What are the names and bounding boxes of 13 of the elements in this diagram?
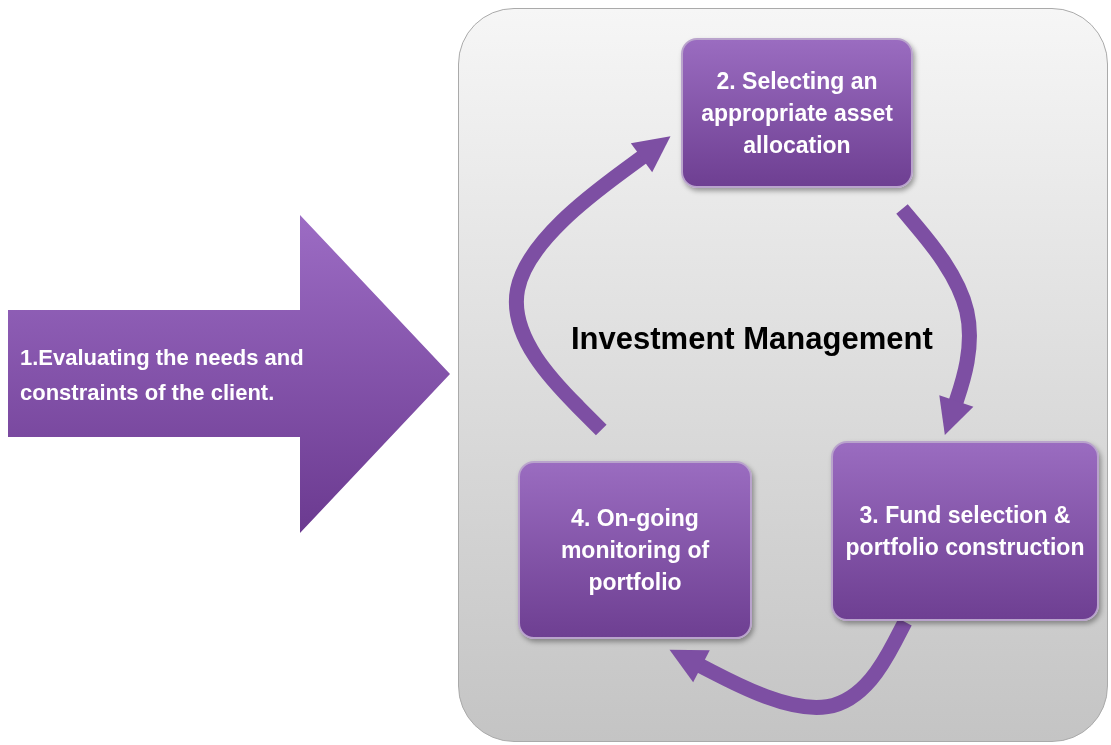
- box-label: 2. Selecting an appropriate asset allocation: [700, 66, 894, 161]
- process-box: [681, 38, 913, 188]
- process-box: [831, 441, 1099, 621]
- arrow-shape: [8, 215, 450, 533]
- curved-arrow: [896, 204, 977, 436]
- curved-arrow: [669, 618, 912, 715]
- arrow-text: 1.Evaluating the needs and constraints of the client.: [20, 344, 305, 408]
- diagram-heading: Investment Management: [571, 321, 933, 357]
- panel-background: [458, 8, 1108, 742]
- box-label: 3. Fund selection & portfolio construction: [844, 500, 1086, 562]
- process-box: [518, 461, 752, 639]
- curved-arrow: [508, 136, 671, 436]
- box-label: 4. On-going monitoring of portfolio: [559, 503, 711, 598]
